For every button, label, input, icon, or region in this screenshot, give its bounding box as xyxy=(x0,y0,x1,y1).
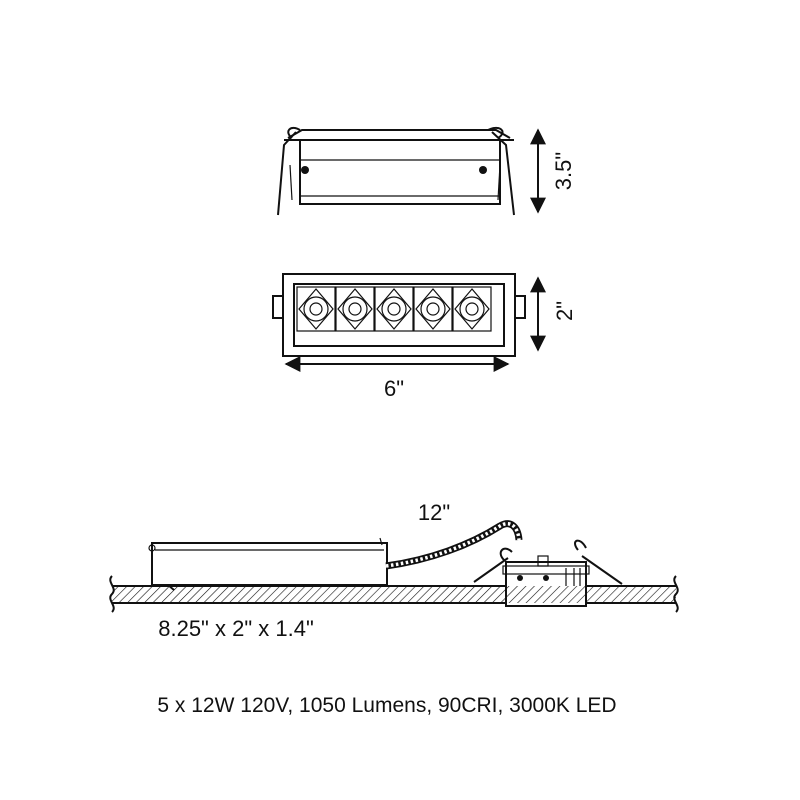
driver-box-dimension-label: 8.25" x 2" x 1.4" xyxy=(158,616,314,641)
led-cell xyxy=(296,286,336,332)
height-dimension-label: 3.5" xyxy=(551,152,576,190)
side-view-drawing xyxy=(277,126,515,216)
width-dimension-label: 2" xyxy=(552,301,577,321)
led-cell xyxy=(335,286,375,332)
led-cell xyxy=(452,286,492,332)
front-view-drawing xyxy=(272,273,526,357)
cable-length-label: 12" xyxy=(418,500,450,525)
specification-text: 5 x 12W 120V, 1050 Lumens, 90CRI, 3000K … xyxy=(157,694,616,717)
length-dimension-label: 6" xyxy=(384,376,404,401)
led-cell xyxy=(413,286,453,332)
installation-view-drawing xyxy=(109,520,679,613)
led-cell xyxy=(374,286,414,332)
